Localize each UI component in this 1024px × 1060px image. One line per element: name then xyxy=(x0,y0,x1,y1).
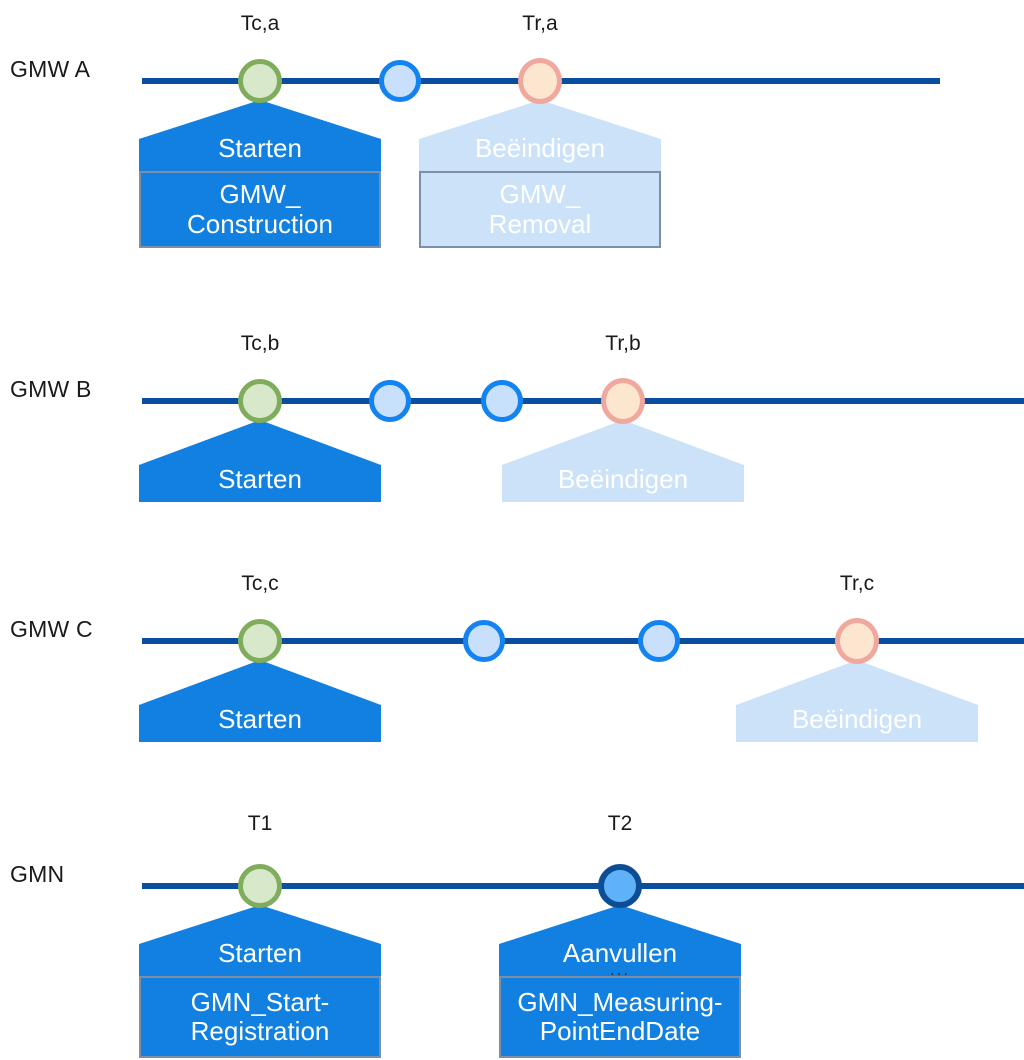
pennant-head-gmw-b-0: Starten xyxy=(139,420,381,502)
pennant-gmw-b-0: Starten xyxy=(139,420,381,502)
pennant-box-line: Construction xyxy=(187,208,333,239)
pennant-gmn-1: Aanvullen... GMN_Measuring-PointEndDate xyxy=(499,905,741,1058)
pennant-box-line: GMW_ xyxy=(499,179,581,210)
marker-red-gmw-b-3[interactable] xyxy=(601,378,645,424)
timeline-axis-gmw-b xyxy=(142,398,1024,404)
pennant-box-gmn-1: GMN_Measuring-PointEndDate xyxy=(499,976,741,1058)
row-label-gmw-c: GMW C xyxy=(10,616,93,642)
pennant-box-line: GMN_Start- xyxy=(190,986,330,1017)
pennant-head-gmw-b-1: Beëindigen xyxy=(502,420,744,502)
pennant-head-label-gmw-b-0: Starten xyxy=(218,464,302,494)
marker-green-gmn-0[interactable] xyxy=(238,864,282,908)
pennant-box-line: GMW_ xyxy=(219,179,301,210)
marker-blue-gmw-c-1[interactable] xyxy=(463,620,505,662)
pennant-box-line: PointEndDate xyxy=(539,1016,701,1046)
marker-red-gmw-c-3[interactable] xyxy=(835,618,879,664)
pennant-box-line: GMN_Measuring- xyxy=(517,986,723,1017)
row-label-gmw-a: GMW A xyxy=(10,56,91,82)
tick-label-gmw-a-0: Tc,a xyxy=(240,12,280,35)
pennant-box-text-gmw-a-0: GMW_Construction xyxy=(143,180,377,238)
pennant-gmw-c-0: Starten xyxy=(139,660,381,742)
pennant-head-label-gmn-1: Aanvullen xyxy=(562,938,678,968)
tick-label-gmw-a-1: Tr,a xyxy=(522,12,558,35)
pennant-ellipsis-gmn-1: ... xyxy=(609,960,631,979)
pennant-head-gmw-c-0: Starten xyxy=(139,660,381,742)
marker-blue-gmw-b-1[interactable] xyxy=(369,380,411,422)
tick-label-gmn-1: T2 xyxy=(607,812,633,835)
marker-darkblue-gmn-1[interactable] xyxy=(598,864,642,908)
pennant-gmw-b-1: Beëindigen xyxy=(502,420,744,502)
tick-label-gmw-b-0: Tc,b xyxy=(240,332,280,355)
pennant-head-gmw-a-1: Beëindigen xyxy=(419,100,661,171)
pennant-box-text-gmw-a-1: GMW_Removal xyxy=(423,180,657,238)
timeline-axis-gmn xyxy=(142,883,1024,889)
timeline-axis-gmw-c xyxy=(142,638,1024,644)
pennant-head-label-gmw-a-1: Beëindigen xyxy=(474,133,606,163)
pennant-gmw-c-1: Beëindigen xyxy=(736,660,978,742)
pennant-box-gmw-a-0: GMW_Construction xyxy=(139,171,381,248)
tick-label-gmw-c-1: Tr,c xyxy=(839,572,875,595)
row-label-gmw-b: GMW B xyxy=(10,376,92,402)
pennant-head-label-gmw-b-1: Beëindigen xyxy=(557,464,689,494)
pennant-head-gmw-a-0: Starten xyxy=(139,100,381,171)
marker-green-gmw-a-0[interactable] xyxy=(238,59,282,103)
pennant-head-label-gmn-0: Starten xyxy=(218,938,302,968)
pennant-head-label-gmw-a-0: Starten xyxy=(218,133,302,163)
pennant-head-label-gmw-c-1: Beëindigen xyxy=(791,704,923,734)
tick-label-gmw-c-0: Tc,c xyxy=(241,572,279,595)
marker-green-gmw-c-0[interactable] xyxy=(238,619,282,663)
pennant-box-line: Removal xyxy=(488,208,592,239)
pennant-head-gmn-1: Aanvullen... xyxy=(499,905,741,979)
tick-label-gmn-0: T1 xyxy=(247,812,273,835)
pennant-box-text-gmn-0: GMN_Start-Registration xyxy=(143,986,377,1046)
tick-label-gmw-b-1: Tr,b xyxy=(605,332,641,355)
marker-red-gmw-a-2[interactable] xyxy=(518,58,562,104)
pennant-head-gmw-c-1: Beëindigen xyxy=(736,660,978,742)
marker-blue-gmw-c-2[interactable] xyxy=(638,620,680,662)
pennant-box-gmn-0: GMN_Start-Registration xyxy=(139,976,381,1058)
pennant-box-line: Registration xyxy=(190,1016,330,1046)
pennant-box-text-gmn-1: GMN_Measuring-PointEndDate xyxy=(503,986,737,1046)
marker-blue-gmw-b-2[interactable] xyxy=(481,380,523,422)
marker-green-gmw-b-0[interactable] xyxy=(238,379,282,423)
pennant-head-gmn-0: Starten xyxy=(139,905,381,976)
row-label-gmn: GMN xyxy=(10,861,65,887)
marker-blue-gmw-a-1[interactable] xyxy=(379,60,421,102)
pennant-head-label-gmw-c-0: Starten xyxy=(218,704,302,734)
pennant-box-gmw-a-1: GMW_Removal xyxy=(419,171,661,248)
